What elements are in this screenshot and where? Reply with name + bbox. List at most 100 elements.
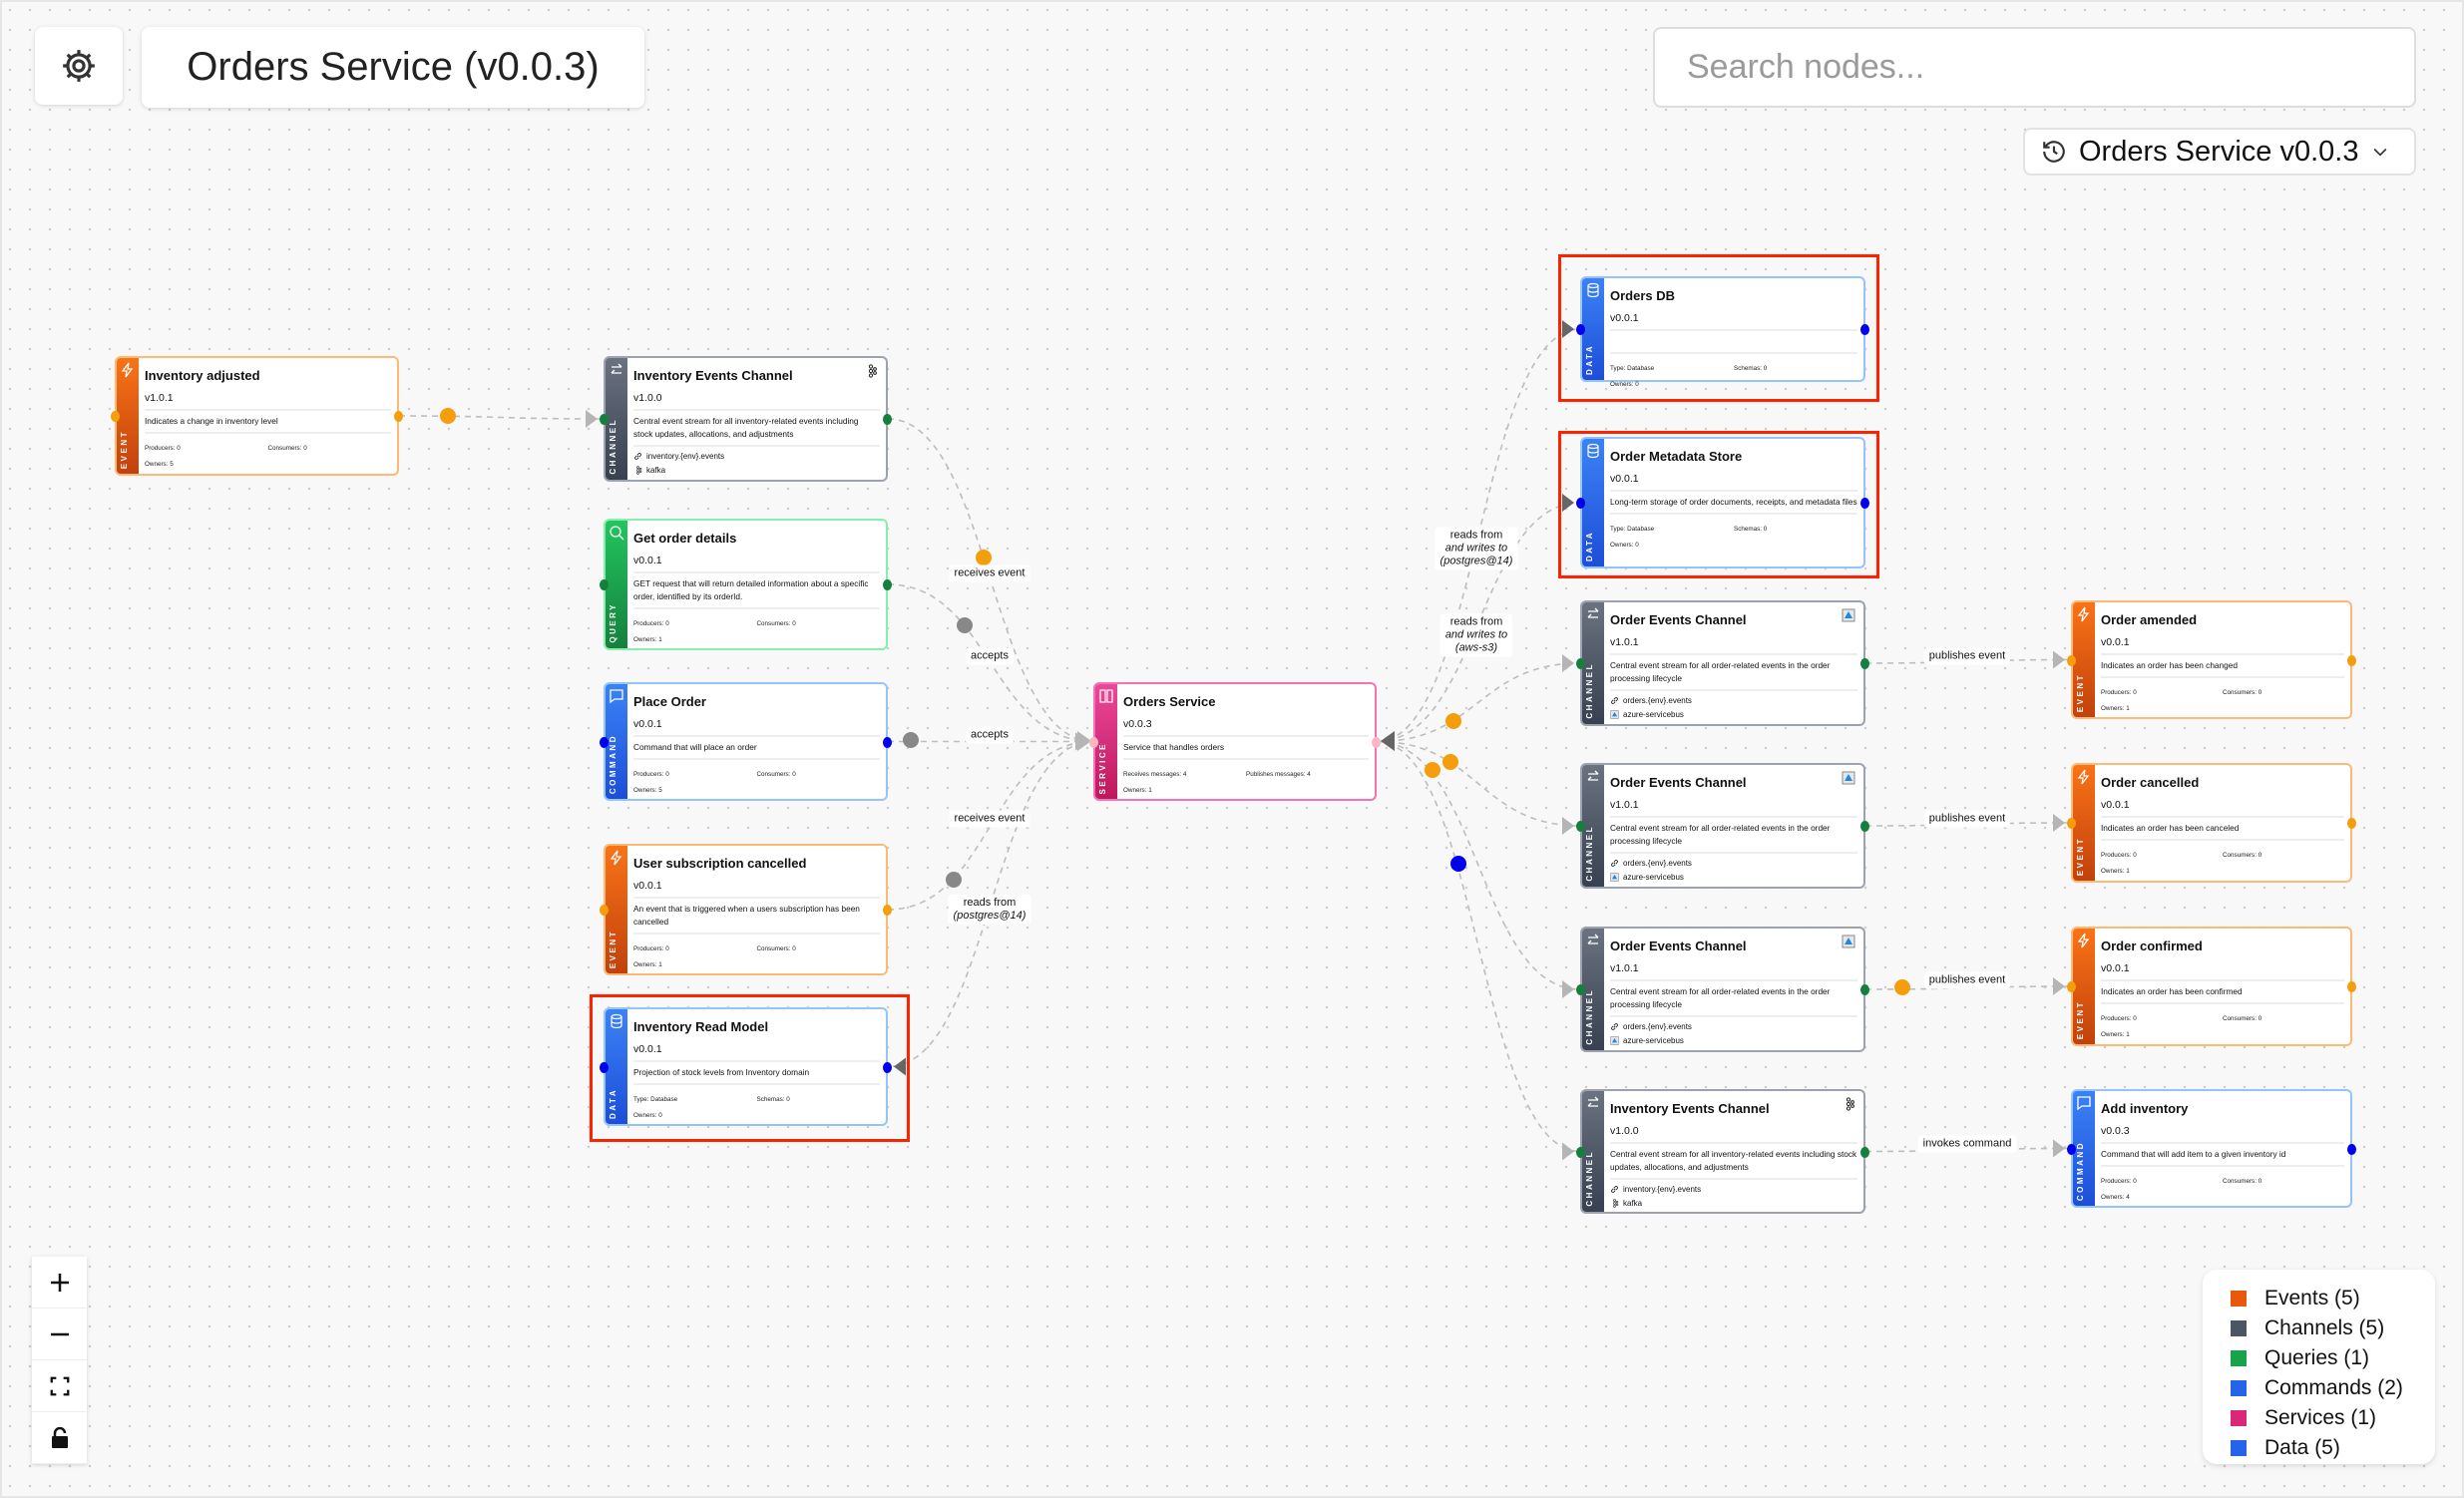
node-stat: Owners: 1 [633,961,662,968]
node-description: Command that will add item to a given in… [2101,1149,2286,1159]
version-select[interactable]: Orders Service v0.0.3 [2023,128,2416,176]
divider [2101,1165,2344,1167]
settings-button[interactable] [35,27,123,105]
edge[interactable] [1376,662,1581,743]
output-handle[interactable] [1860,1146,1869,1158]
output-handle[interactable] [2347,981,2356,992]
input-handle[interactable] [600,414,609,425]
edge-arrow [586,410,598,428]
node-stat: Owners: 5 [633,787,662,794]
edge[interactable] [1376,740,1581,1153]
node-type-stripe: CHANNEL [1582,1091,1604,1212]
output-handle[interactable] [394,411,403,422]
plus-icon [50,1273,69,1292]
output-handle[interactable] [2347,818,2356,829]
output-handle[interactable] [883,414,892,425]
output-handle[interactable] [2347,654,2356,666]
node-stat: Consumers: 0 [756,771,796,778]
divider [2101,653,2344,655]
legend-item[interactable]: Commands (2) [2231,1373,2435,1403]
input-handle[interactable] [1089,736,1098,748]
output-handle[interactable] [1860,498,1869,509]
input-handle[interactable] [1576,324,1585,335]
divider [2101,839,2344,841]
input-handle[interactable] [600,579,609,590]
lightning-icon [2077,769,2090,785]
chevron-down-icon [2374,148,2387,157]
output-handle[interactable] [1860,984,1869,995]
zoom-out-button[interactable] [32,1309,87,1360]
node-type-label: CHANNEL [1585,662,1594,719]
node-description: Indicates an order has been confirmed [2101,986,2243,996]
edge-message-dot [440,408,456,424]
input-handle[interactable] [600,1061,609,1073]
input-handle[interactable] [600,736,609,748]
edge[interactable] [1376,740,1581,827]
input-handle[interactable] [2067,1143,2076,1155]
edge-message-dot [1894,979,1910,995]
input-handle[interactable] [1576,658,1585,669]
output-handle[interactable] [1372,736,1381,748]
lock-button[interactable] [32,1412,87,1464]
legend-item[interactable]: Services (1) [2231,1403,2435,1433]
input-handle[interactable] [1576,1146,1585,1158]
input-handle[interactable] [2067,654,2076,666]
search-input[interactable] [1653,27,2416,108]
lightning-icon [2077,606,2090,622]
divider [1610,979,1857,981]
node-stat: Consumers: 0 [2223,852,2262,859]
input-handle[interactable] [1576,984,1585,995]
fit-view-button[interactable] [32,1360,87,1412]
channel-protocol: azure-servicebus [1610,1036,1857,1045]
output-handle[interactable] [1860,658,1869,669]
legend-item[interactable]: Data (5) [2231,1433,2435,1463]
output-handle[interactable] [883,1061,892,1073]
legend-item[interactable]: Queries (1) [2231,1343,2435,1373]
output-handle[interactable] [883,579,892,590]
zoom-in-button[interactable] [32,1257,87,1309]
edge[interactable] [1376,740,1581,990]
divider [2101,676,2344,678]
input-handle[interactable] [111,411,120,422]
input-handle[interactable] [2067,818,2076,829]
output-handle[interactable] [883,905,892,916]
edge[interactable] [398,415,605,420]
input-handle[interactable] [2067,981,2076,992]
input-handle[interactable] [1576,498,1585,509]
legend-item[interactable]: Channels (5) [2231,1313,2435,1343]
legend: Events (5)Channels (5)Queries (1)Command… [2203,1270,2435,1464]
output-handle[interactable] [1860,324,1869,335]
legend-item[interactable]: Events (5) [2231,1284,2435,1313]
node-type-label: COMMAND [609,733,617,794]
edge-arrow [1562,654,1574,672]
divider [1610,1142,1857,1144]
input-handle[interactable] [1576,821,1585,832]
node-stat: Publishes messages: 4 [1246,771,1311,778]
output-handle[interactable] [1860,821,1869,832]
edge[interactable] [887,740,1094,911]
edge[interactable] [1376,328,1581,743]
output-handle[interactable] [883,736,892,748]
node-stat: Owners: 0 [1610,381,1639,388]
input-handle[interactable] [600,905,609,916]
output-handle[interactable] [2347,1143,2356,1155]
